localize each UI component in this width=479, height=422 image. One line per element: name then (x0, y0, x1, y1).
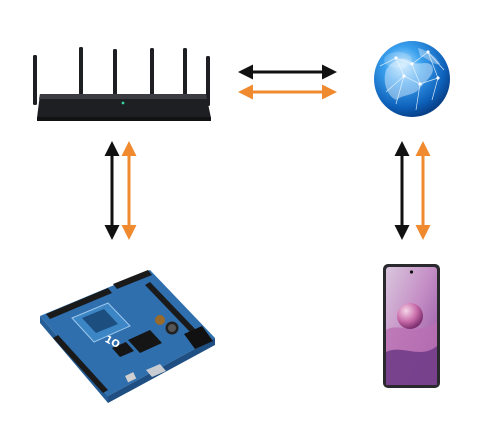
smartphone-icon (383, 264, 440, 388)
microcontroller-board-icon (40, 270, 215, 403)
arrow-internet-smartphone (394, 141, 431, 240)
arrow-router-microcontroller (104, 141, 137, 240)
globe-icon (374, 41, 450, 117)
arrow-router-internet (238, 64, 337, 100)
wifi-router-icon (33, 47, 211, 121)
